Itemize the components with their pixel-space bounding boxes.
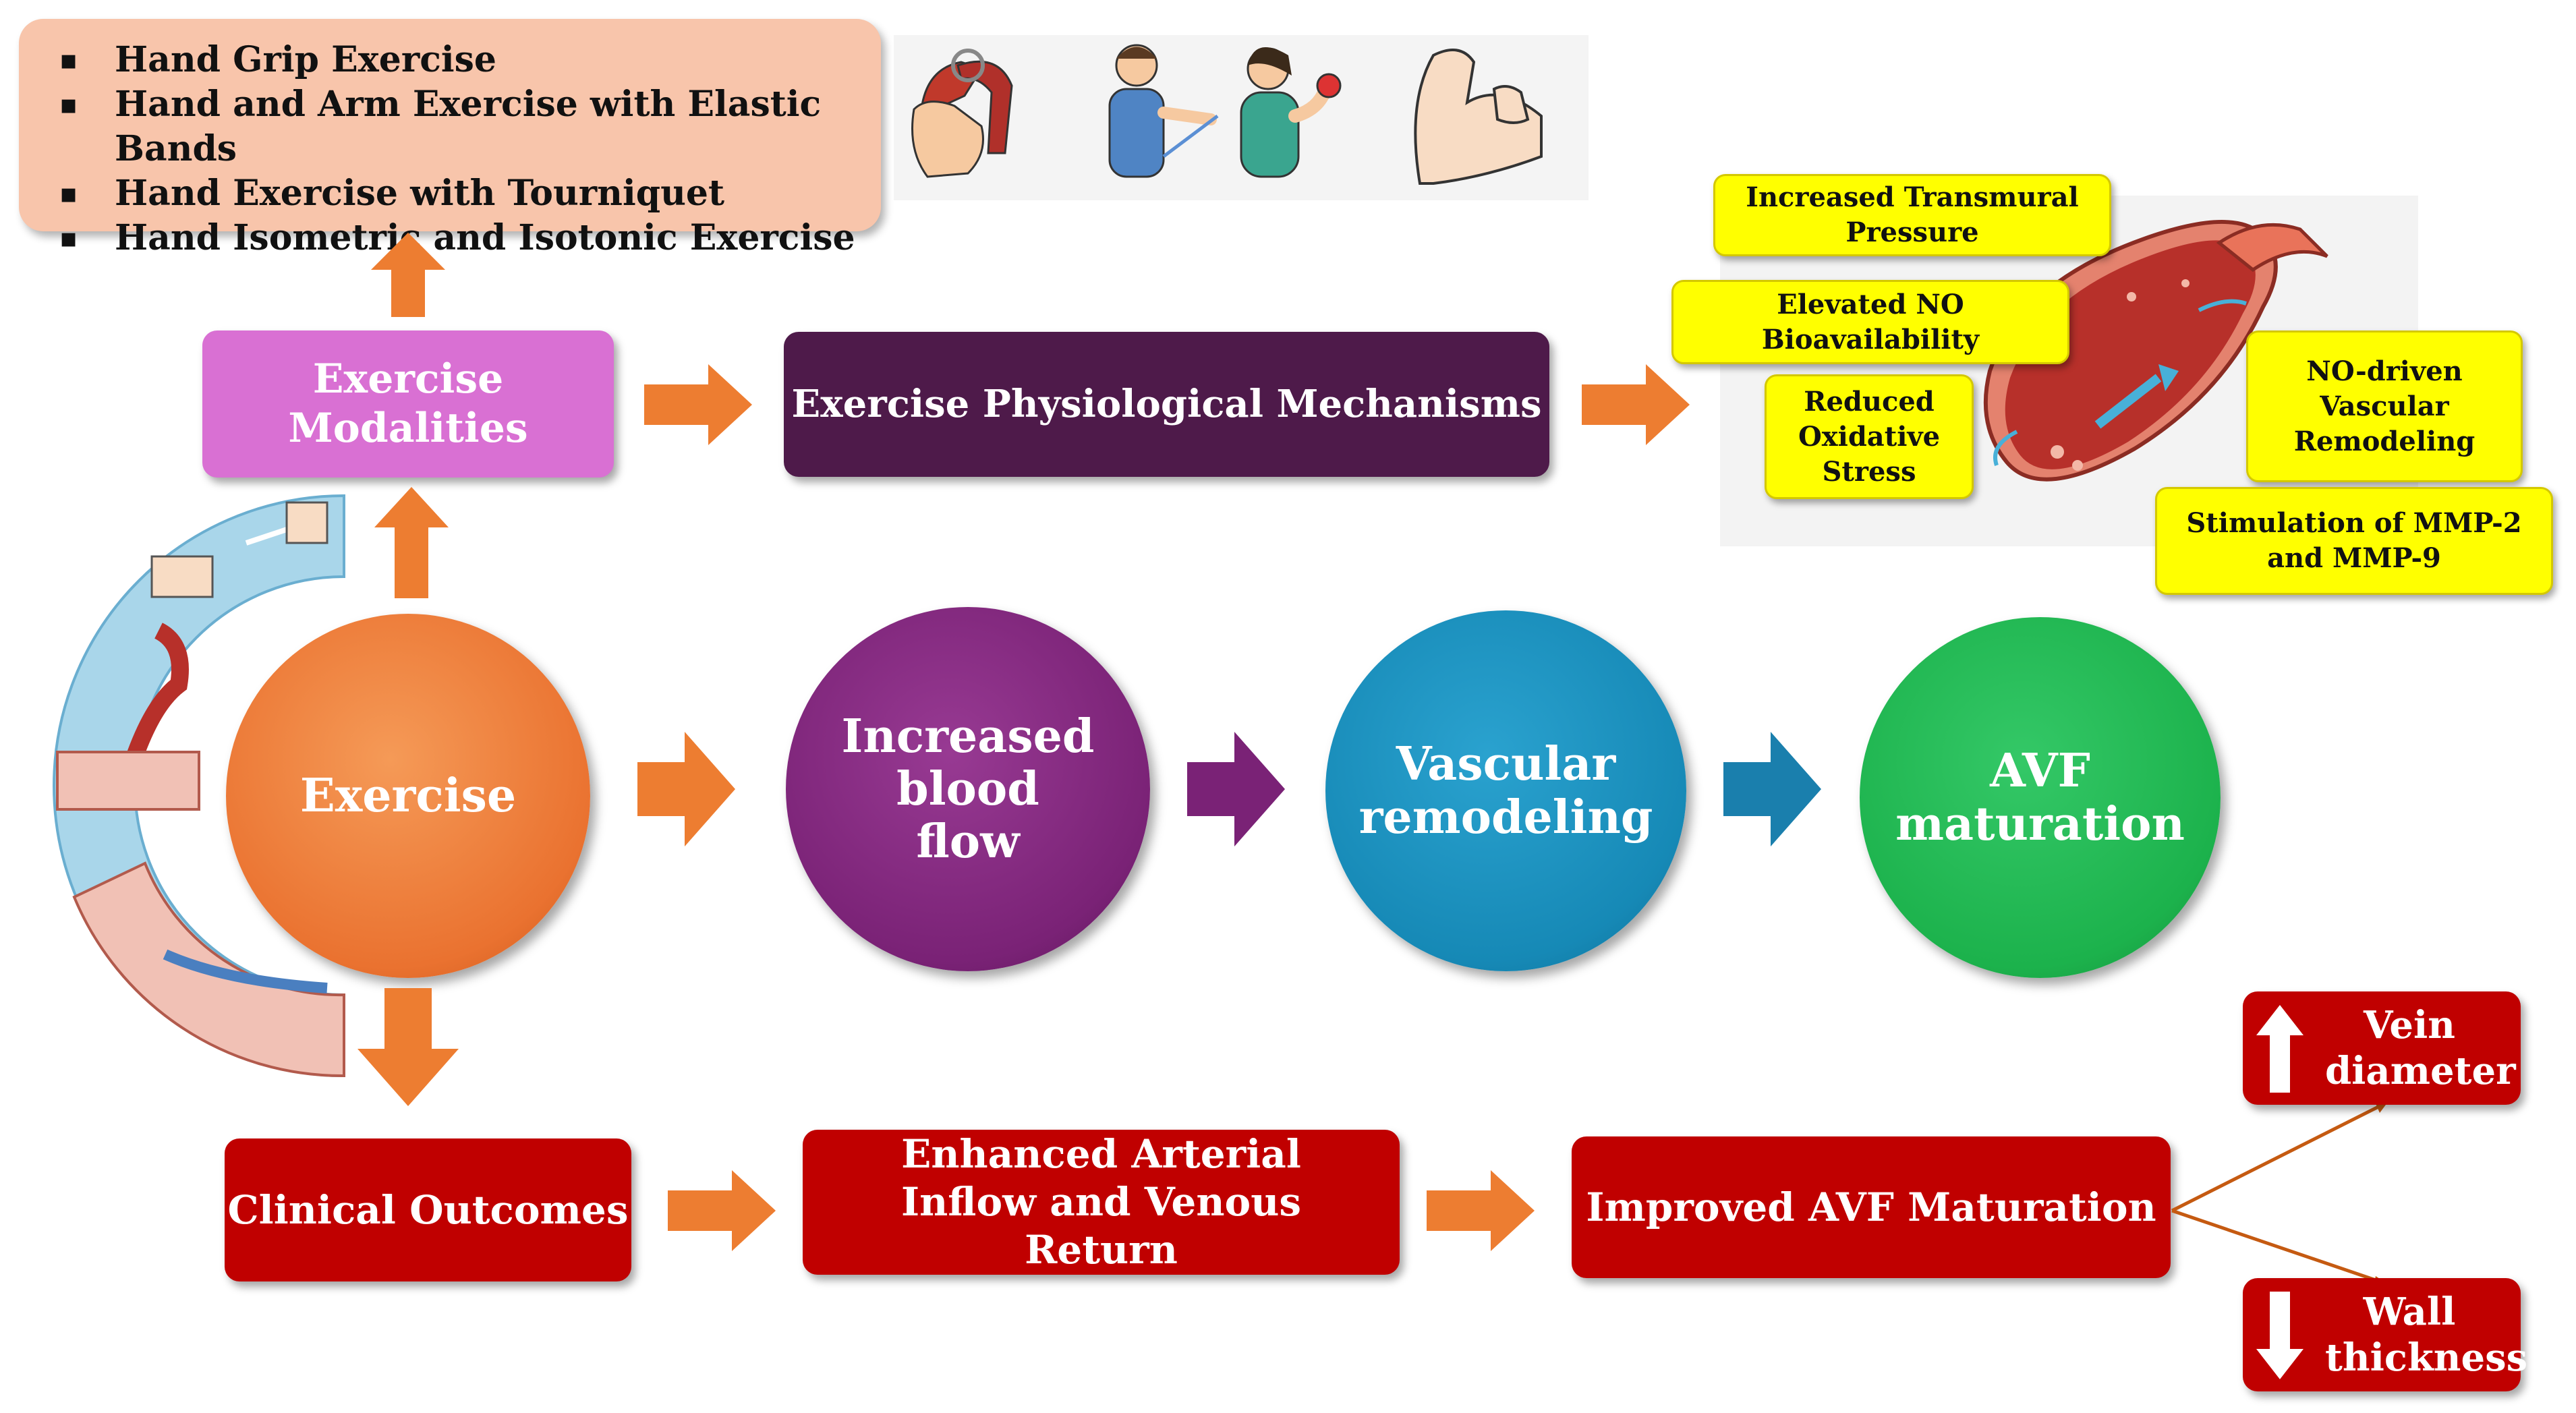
flexed-arm-icon: [1414, 49, 1543, 185]
clinical-outcomes-box: Clinical Outcomes: [225, 1138, 631, 1281]
blood-flow-circle: Increased blood flow: [786, 607, 1150, 971]
mechanisms-title-box: Exercise Physiological Mechanisms: [784, 332, 1549, 477]
right-arrow-icon: [1582, 364, 1690, 445]
mechanism-no-bioavailability-label: Elevated NO Bioavailability: [1761, 288, 1980, 355]
right-arrow-icon: [644, 364, 752, 445]
improved-avf-label: Improved AVF Maturation: [1586, 1184, 2156, 1230]
improved-avf-box: Improved AVF Maturation: [1572, 1136, 2171, 1278]
avf-maturation-circle: AVF maturation: [1860, 617, 2221, 978]
exercise-modalities-box: Exercise Modalities: [202, 330, 614, 478]
mechanism-no-remodeling-box: NO-driven Vascular Remodeling: [2246, 330, 2523, 482]
right-arrow-icon: [1187, 732, 1285, 846]
right-arrow-icon: [637, 732, 735, 846]
mechanisms-title-label: Exercise Physiological Mechanisms: [791, 382, 1542, 427]
up-arrow-icon: [371, 233, 445, 317]
exercise-label: Exercise: [299, 768, 517, 823]
vein-diameter-box: Vein diameter: [2243, 991, 2521, 1105]
mechanism-mmp-label: Stimulation of MMP-2 and MMP-9: [2186, 507, 2522, 574]
mechanism-transmural-box: Increased Transmural Pressure: [1713, 174, 2111, 256]
mechanism-transmural-label: Increased Transmural Pressure: [1746, 181, 2079, 248]
right-arrow-icon: [668, 1170, 776, 1251]
mechanism-oxidative-box: Reduced Oxidative Stress: [1765, 374, 1974, 499]
mechanism-no-bioavailability-box: Elevated NO Bioavailability: [1671, 280, 2069, 364]
vein-diameter-label: Vein diameter: [2325, 1002, 2516, 1093]
arterial-inflow-box: Enhanced Arterial Inflow and Venous Retu…: [803, 1130, 1400, 1275]
arterial-inflow-label: Enhanced Arterial Inflow and Venous Retu…: [900, 1131, 1302, 1273]
right-arrow-icon: [1427, 1170, 1535, 1251]
wall-thickness-box: Wall thickness: [2243, 1278, 2528, 1391]
exercise-list-item: Hand Isometric and Isotonic Exercise: [59, 216, 881, 260]
mechanism-mmp-box: Stimulation of MMP-2 and MMP-9: [2155, 487, 2553, 595]
avf-maturation-label: AVF maturation: [1895, 744, 2185, 851]
exercise-list-item: Hand Grip Exercise: [59, 38, 881, 82]
exercise-list-box: Hand Grip Exercise Hand and Arm Exercise…: [19, 19, 881, 260]
wall-thickness-label: Wall thickness: [2325, 1289, 2528, 1380]
down-arrow-icon: [357, 988, 459, 1106]
exercise-list-item: Hand and Arm Exercise with Elastic Bands: [59, 82, 881, 171]
exercise-circle: Exercise: [226, 614, 590, 978]
vascular-remodeling-circle: Vascular remodeling: [1325, 610, 1686, 971]
down-arrow-icon: [2256, 1292, 2303, 1379]
mechanism-no-remodeling-label: NO-driven Vascular Remodeling: [2293, 355, 2475, 457]
vascular-remodeling-label: Vascular remodeling: [1358, 737, 1653, 844]
fistula-cycle-illustration: [44, 482, 354, 1083]
branch-connectors: [2171, 1101, 2388, 1288]
mechanism-oxidative-label: Reduced Oxidative Stress: [1798, 385, 1941, 488]
exercise-modalities-label: Exercise Modalities: [288, 355, 528, 452]
up-arrow-icon: [2256, 1005, 2303, 1093]
exercise-list-item: Hand Exercise with Tourniquet: [59, 171, 881, 216]
blood-flow-label: Increased blood flow: [841, 709, 1095, 869]
clinical-outcomes-label: Clinical Outcomes: [227, 1186, 629, 1233]
right-arrow-icon: [1723, 732, 1821, 846]
hand-grip-icon: [911, 49, 1013, 178]
elastic-band-person-icon: [1108, 44, 1219, 178]
dumbbell-person-icon: [1240, 47, 1342, 178]
exercise-illustrations: [894, 35, 1588, 200]
up-arrow-icon: [374, 487, 449, 598]
fistula-cycle-icon: [53, 494, 345, 1078]
